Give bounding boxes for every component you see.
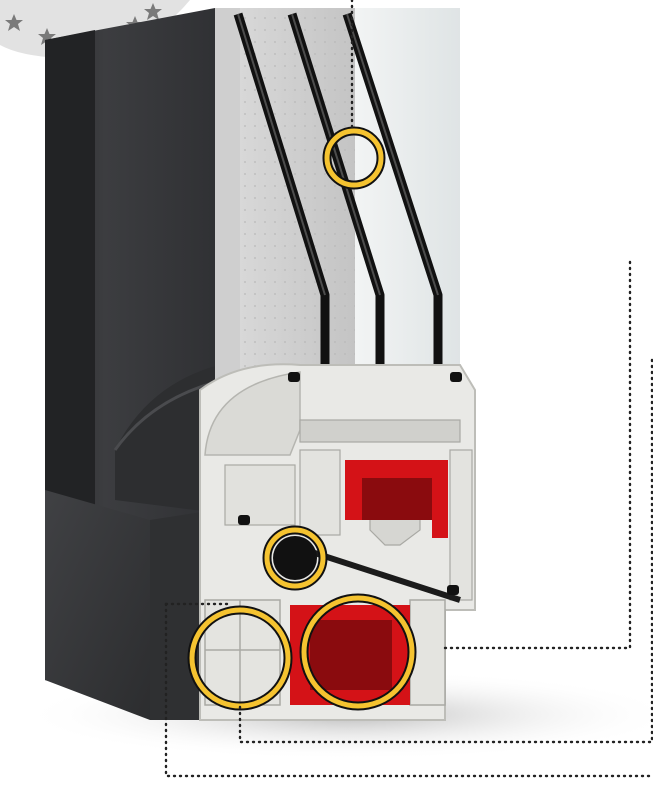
- callout-line-upper-steel: [438, 260, 632, 650]
- highlight-rings: [187, 126, 417, 711]
- callout-lines: [164, 0, 653, 778]
- central-gasket: [273, 536, 317, 580]
- sash-face: [215, 8, 355, 380]
- steel-reinforcement-lower: [290, 605, 410, 705]
- steel-reinforcement-upper: [345, 460, 448, 538]
- callout-line-lower-steel: [238, 358, 653, 744]
